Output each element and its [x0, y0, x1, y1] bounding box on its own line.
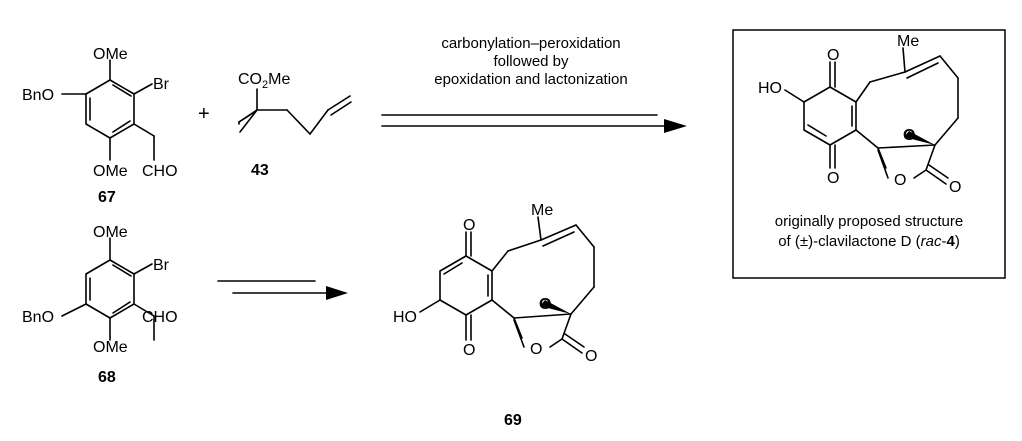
multistep-arrow-bottom: [217, 280, 348, 300]
rac-4-o-ring: O: [894, 172, 906, 189]
compound-69-o-epoxide: O: [539, 296, 551, 313]
compound-67-bonds: [61, 59, 155, 161]
compound-43-co2me: CO2Me: [238, 71, 290, 91]
conditions-line-3: epoxidation and lactonization: [434, 71, 627, 88]
conditions-line-1: carbonylation–peroxidation: [441, 35, 620, 52]
compound-67-ome-top: OMe: [93, 46, 128, 63]
rac-4-o-carbonyl: O: [949, 179, 961, 196]
caption-prefix: of (±)-clavilactone D (: [778, 233, 920, 250]
compound-69-o-ring: O: [530, 341, 542, 358]
rac-4-me: Me: [897, 33, 919, 50]
compound-68-bonds: [61, 237, 155, 341]
compound-67-br: Br: [153, 76, 170, 93]
compound-68-cho: CHO: [142, 309, 178, 326]
compound-69-epoxide-wedge: [540, 300, 571, 314]
reaction-conditions: carbonylation–peroxidation followed by e…: [434, 35, 627, 88]
compound-69: Me HO O O O O O 69: [393, 202, 597, 429]
compound-68-bno: BnO: [22, 309, 54, 326]
plus-sign: +: [198, 103, 210, 125]
compound-67: OMe Br BnO CHO OMe 67: [22, 46, 178, 206]
compound-69-ho: HO: [393, 309, 417, 326]
compound-67-cho: CHO: [142, 163, 178, 180]
proposed-structure-box: [732, 29, 1006, 279]
caption-line-1: originally proposed structure: [775, 213, 963, 230]
rac-4-epoxide-wedge: [904, 131, 935, 145]
compound-69-number: 69: [504, 412, 522, 429]
compound-43: CO2Me 43: [238, 71, 352, 179]
compound-68-number: 68: [98, 369, 116, 386]
compound-68: OMe Br BnO CHO OMe 68: [22, 224, 178, 386]
rac-4-ho: HO: [758, 80, 782, 97]
compound-68-ome-bottom: OMe: [93, 339, 128, 356]
compound-69-o-bottom: O: [463, 342, 475, 359]
rac-4-o-epoxide: O: [903, 127, 915, 144]
caption-compound-number: 4: [946, 233, 955, 250]
compound-43-bonds: [238, 88, 352, 135]
rac-4-o-bottom: O: [827, 170, 839, 187]
compound-69-bonds: [419, 216, 595, 354]
compound-69-o-top: O: [463, 217, 475, 234]
compound-69-me: Me: [531, 202, 553, 219]
compound-67-bno: BnO: [22, 87, 54, 104]
compound-69-o-carbonyl: O: [585, 348, 597, 365]
compound-rac-4: Me HO O O O O O: [758, 33, 961, 196]
caption-dash: -: [941, 233, 946, 250]
compound-68-br: Br: [153, 257, 170, 274]
compound-rac-4-bonds: [784, 47, 959, 185]
compound-43-co: CO: [238, 71, 262, 88]
compound-43-number: 43: [251, 162, 269, 179]
compound-43-me: Me: [268, 71, 290, 88]
compound-67-number: 67: [98, 189, 116, 206]
conditions-line-2: followed by: [493, 53, 569, 70]
rac-4-o-top: O: [827, 47, 839, 64]
caption-rac: rac: [921, 233, 942, 250]
compound-43-subscript: 2: [262, 79, 268, 91]
caption-suffix: ): [955, 233, 960, 250]
compound-68-ome-top: OMe: [93, 224, 128, 241]
caption-line-2: of (±)-clavilactone D (rac-4): [778, 233, 960, 250]
compound-67-ome-bottom: OMe: [93, 163, 128, 180]
multistep-arrow-top: [381, 114, 687, 133]
